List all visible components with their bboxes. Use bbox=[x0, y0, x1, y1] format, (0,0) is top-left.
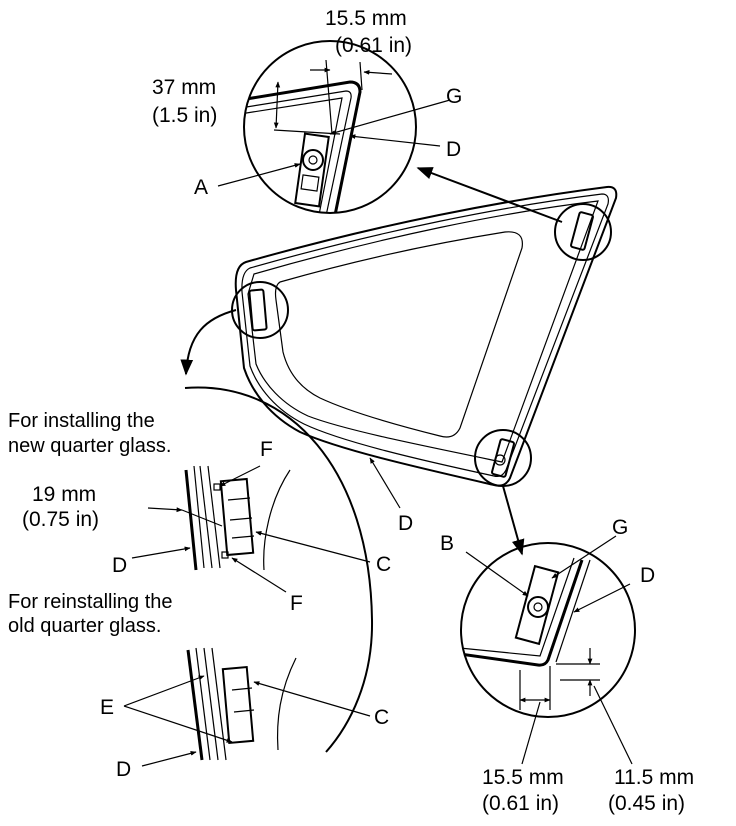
label-g-top: G bbox=[446, 85, 462, 108]
label-f-lower: F bbox=[290, 592, 303, 615]
quarter-glass bbox=[231, 185, 618, 487]
label-e: E bbox=[100, 696, 114, 719]
clip-circle-top-right bbox=[554, 203, 612, 261]
top-dim-in: (0.61 in) bbox=[335, 34, 412, 57]
label-g-bottom: G bbox=[612, 516, 628, 539]
clip-circle-left bbox=[231, 281, 289, 339]
top-left-dim-in: (1.5 in) bbox=[152, 104, 217, 127]
arrow-to-bottom-detail bbox=[502, 485, 525, 556]
bottom-dim-right-in: (0.45 in) bbox=[608, 792, 685, 815]
top-detail-view bbox=[217, 40, 451, 214]
arrow-to-top-detail bbox=[416, 167, 563, 223]
left-dim-mm: 19 mm bbox=[32, 483, 96, 506]
label-d-left-lower: D bbox=[116, 758, 131, 781]
caption-old-line2: old quarter glass. bbox=[8, 615, 161, 637]
bottom-dim-right-mm: 11.5 mm bbox=[614, 766, 694, 789]
bottom-detail-view bbox=[460, 535, 636, 765]
label-d-center: D bbox=[398, 512, 413, 535]
left-detail-view bbox=[123, 386, 374, 767]
caption-old-line1: For reinstalling the bbox=[8, 591, 173, 613]
label-d-left-upper: D bbox=[112, 554, 127, 577]
label-b: B bbox=[440, 532, 454, 555]
label-f-upper: F bbox=[260, 438, 273, 461]
label-a: A bbox=[194, 176, 208, 199]
label-d-bottom-right: D bbox=[640, 564, 655, 587]
caption-new-line2: new quarter glass. bbox=[8, 435, 171, 457]
top-left-dim-mm: 37 mm bbox=[152, 76, 216, 99]
top-dim-mm: 15.5 mm bbox=[325, 7, 407, 30]
arrow-to-left-detail bbox=[180, 309, 237, 376]
label-c-upper: C bbox=[376, 553, 391, 576]
label-d-top: D bbox=[446, 138, 461, 161]
bottom-dim-left-mm: 15.5 mm bbox=[482, 766, 564, 789]
caption-new-line1: For installing the bbox=[8, 410, 155, 432]
label-c-lower: C bbox=[374, 706, 389, 729]
left-dim-in: (0.75 in) bbox=[22, 508, 99, 531]
bottom-dim-left-in: (0.61 in) bbox=[482, 792, 559, 815]
